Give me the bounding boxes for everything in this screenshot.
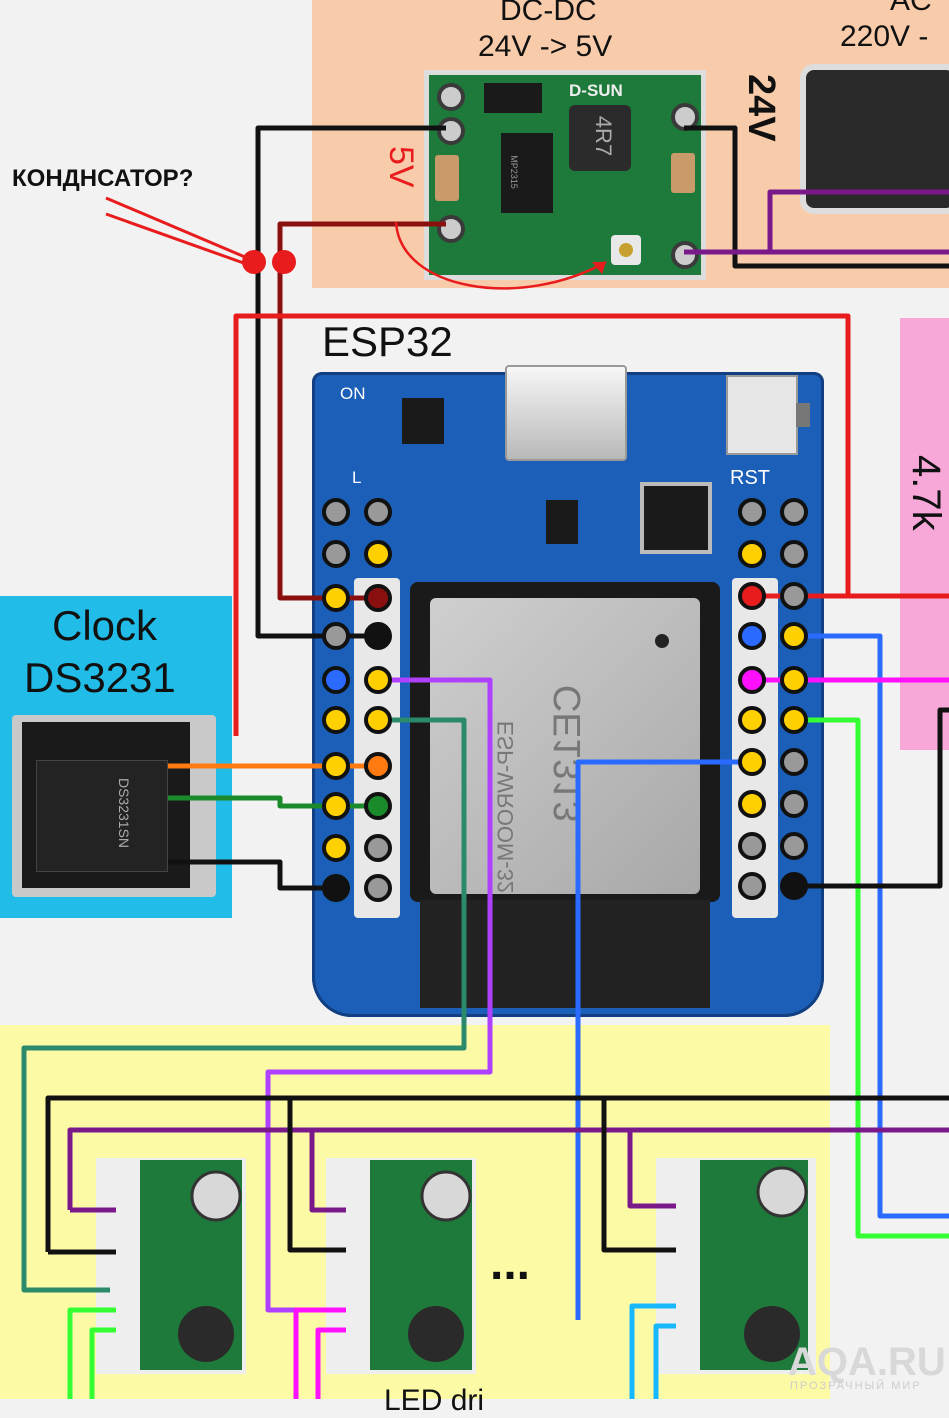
wire-5v-dcdc-esp <box>277 221 446 601</box>
wroom-can: ESP-WROOM-32 CE1313 <box>430 598 700 894</box>
watermark-logo: AQA.RU <box>788 1340 946 1384</box>
wire-teal-data <box>21 717 467 1293</box>
adjust-arrow <box>394 221 607 290</box>
wire-led3-pwr <box>627 1130 676 1209</box>
wire-led2-out-a <box>293 1307 346 1399</box>
esp32-rst-label: RST <box>730 467 770 489</box>
led-components <box>178 1166 808 1362</box>
wire-led3-out-b <box>653 1323 676 1399</box>
ds3231-chip: DS3231SN <box>36 760 168 872</box>
wire-black-clock-gnd <box>168 859 336 891</box>
esp32-l-label: L <box>352 468 362 487</box>
wire-blue-data <box>575 759 752 1320</box>
usb-port[interactable] <box>505 365 627 461</box>
dcdc-pad-in-plus <box>437 83 465 111</box>
wire-led2-gnd <box>287 1098 346 1253</box>
wire-gnd-dcdc-esp <box>255 125 446 639</box>
power-adapter <box>800 64 949 214</box>
wire-led3-gnd <box>601 1098 676 1253</box>
wire-led1-out-b <box>89 1327 116 1399</box>
small-chip-1 <box>402 398 444 444</box>
adjust-arrowhead <box>592 262 606 274</box>
ds3231-pcb: DS3231SN <box>22 722 190 888</box>
rst-button[interactable] <box>726 375 810 455</box>
capacitor-note: КОНДНСАТОР? <box>12 165 194 192</box>
wire-blue-right <box>794 633 949 1219</box>
dcdc-small-chip <box>484 83 542 113</box>
dcdc-title-line1: DC-DC <box>500 0 597 27</box>
watermark-tagline: ПРОЗРАЧНЫЙ МИР <box>790 1380 922 1392</box>
trimmer-pot[interactable] <box>611 235 641 265</box>
wire-black-right-gnd <box>794 707 949 889</box>
cap-pointer-2 <box>105 212 253 268</box>
capacitor-tan-2 <box>671 153 695 193</box>
esp-right-pins <box>738 498 808 900</box>
esp32-title: ESP32 <box>322 318 453 365</box>
capacitor-tan <box>435 155 459 201</box>
clock-title-line1: Clock <box>52 602 158 649</box>
wire-lime <box>794 717 949 1239</box>
clock-title-line2: DS3231 <box>24 654 176 701</box>
esp32-on-label: ON <box>340 384 366 403</box>
esp32-chip-block <box>640 482 712 554</box>
wire-led2-out-b <box>315 1327 346 1399</box>
cap-pointer-1 <box>105 196 253 262</box>
dcdc-pad-in-minus <box>437 117 465 145</box>
cap-node-right <box>272 250 296 274</box>
wire-purple-adapter <box>767 189 949 252</box>
wire-led-bus-pwr <box>67 1127 949 1210</box>
dcdc-title-line2: 24V -> 5V <box>478 30 613 63</box>
dcdc-pad-out-plus <box>437 215 465 243</box>
small-chip-2 <box>546 500 578 544</box>
esp-left-pins <box>322 498 392 902</box>
wire-led2-pwr <box>309 1130 346 1213</box>
dcdc-pad-vin <box>671 241 699 269</box>
wire-violet-data <box>265 677 493 1313</box>
supply-24v-label: 24V <box>740 74 782 142</box>
dcdc-chip: MP2315 <box>501 133 553 213</box>
wire-led1-out-a <box>67 1307 116 1399</box>
led-partial-label: LED dri <box>384 1384 485 1417</box>
module-brand: D-SUN <box>569 81 623 100</box>
wire-led-bus-gnd <box>45 1095 949 1252</box>
adapter-voltage: 220V - <box>840 20 929 53</box>
led-ellipsis: ... <box>490 1237 531 1290</box>
cap-node-left <box>242 250 266 274</box>
resistor-label: 4.7k <box>904 455 948 531</box>
wire-24v-adapter <box>684 125 949 269</box>
inductor: 4R7 <box>569 105 631 171</box>
wire-led3-out-a <box>629 1303 676 1399</box>
dcdc-module: 4R7 MP2315 D-SUN <box>424 70 706 280</box>
output-5v-label: 5V <box>382 146 420 188</box>
adapter-label: AC <box>890 0 932 17</box>
wire-red-3v3 <box>233 313 949 736</box>
wroom-antenna <box>420 900 710 1008</box>
